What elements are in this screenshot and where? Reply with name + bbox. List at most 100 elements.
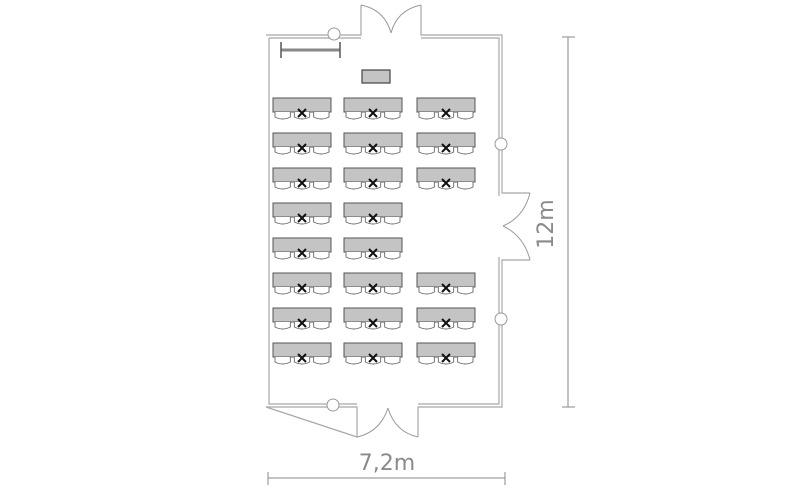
table-group xyxy=(272,132,332,155)
chair xyxy=(364,147,382,155)
table xyxy=(416,342,476,358)
seat-marker-icon xyxy=(297,318,307,328)
seat-marker-icon xyxy=(297,353,307,363)
table xyxy=(272,97,332,113)
column-icon xyxy=(494,312,508,326)
chair xyxy=(384,147,401,155)
chair xyxy=(313,357,330,365)
table xyxy=(272,132,332,148)
table-group xyxy=(416,97,476,120)
table-group xyxy=(343,237,403,260)
side-door-lower-leaf xyxy=(502,225,531,261)
table xyxy=(272,167,332,183)
chair xyxy=(384,357,401,365)
chair xyxy=(313,182,330,190)
chair xyxy=(313,252,330,260)
table-group xyxy=(416,272,476,295)
chair xyxy=(345,182,362,190)
seat-marker-icon xyxy=(297,213,307,223)
table xyxy=(416,167,476,183)
chair xyxy=(437,322,455,330)
table-group xyxy=(343,272,403,295)
chair xyxy=(345,287,362,295)
chair xyxy=(418,357,435,365)
chair xyxy=(384,322,401,330)
chair xyxy=(384,217,401,225)
table-group xyxy=(343,167,403,190)
chair xyxy=(313,322,330,330)
chair xyxy=(293,147,311,155)
bottom-door-left-leaf xyxy=(356,407,389,438)
seat-marker-icon xyxy=(368,143,378,153)
chair xyxy=(384,287,401,295)
chair xyxy=(364,287,382,295)
table xyxy=(343,237,403,253)
chair xyxy=(437,357,455,365)
table-group xyxy=(272,202,332,225)
chair xyxy=(457,322,474,330)
chair xyxy=(364,182,382,190)
chair xyxy=(274,252,291,260)
chair xyxy=(293,252,311,260)
column-icon xyxy=(326,398,340,412)
table xyxy=(343,307,403,323)
seat-marker-icon xyxy=(441,283,451,293)
table xyxy=(272,272,332,288)
seat-marker-icon xyxy=(368,178,378,188)
table-group xyxy=(343,97,403,120)
table xyxy=(416,307,476,323)
chair xyxy=(274,357,291,365)
table xyxy=(416,97,476,113)
lectern xyxy=(361,69,391,84)
table-group xyxy=(343,202,403,225)
width-label: 7,2m xyxy=(359,451,415,476)
chair xyxy=(437,112,455,120)
chair xyxy=(274,287,291,295)
chair xyxy=(345,252,362,260)
seat-marker-icon xyxy=(297,108,307,118)
table xyxy=(343,202,403,218)
table xyxy=(343,272,403,288)
chair xyxy=(293,217,311,225)
table xyxy=(343,97,403,113)
dimension-lines xyxy=(267,36,575,485)
seat-marker-icon xyxy=(368,248,378,258)
table-group xyxy=(416,167,476,190)
chair xyxy=(418,112,435,120)
chair xyxy=(418,147,435,155)
side-door-upper-leaf xyxy=(502,192,531,227)
chair xyxy=(418,182,435,190)
chair xyxy=(437,182,455,190)
chair xyxy=(384,112,401,120)
table-group xyxy=(416,307,476,330)
seat-marker-icon xyxy=(297,248,307,258)
chair xyxy=(418,287,435,295)
table xyxy=(343,167,403,183)
chair xyxy=(293,182,311,190)
outer-wall xyxy=(265,5,530,438)
chair xyxy=(384,182,401,190)
table-group xyxy=(272,307,332,330)
chair xyxy=(345,112,362,120)
column-icon xyxy=(327,27,341,41)
chair xyxy=(364,322,382,330)
tables xyxy=(272,97,476,365)
chair xyxy=(274,217,291,225)
seat-marker-icon xyxy=(368,213,378,223)
screen xyxy=(280,42,341,58)
chair xyxy=(457,287,474,295)
top-door-left-leaf xyxy=(360,4,392,34)
chair xyxy=(313,147,330,155)
chair xyxy=(457,182,474,190)
doors xyxy=(356,4,531,438)
height-label: 12m xyxy=(534,199,559,248)
chair xyxy=(345,147,362,155)
room-walls xyxy=(265,5,530,438)
column-icon xyxy=(494,137,508,151)
inner-wall xyxy=(268,37,500,405)
table xyxy=(272,202,332,218)
chair xyxy=(364,217,382,225)
seat-marker-icon xyxy=(441,143,451,153)
chair xyxy=(313,217,330,225)
